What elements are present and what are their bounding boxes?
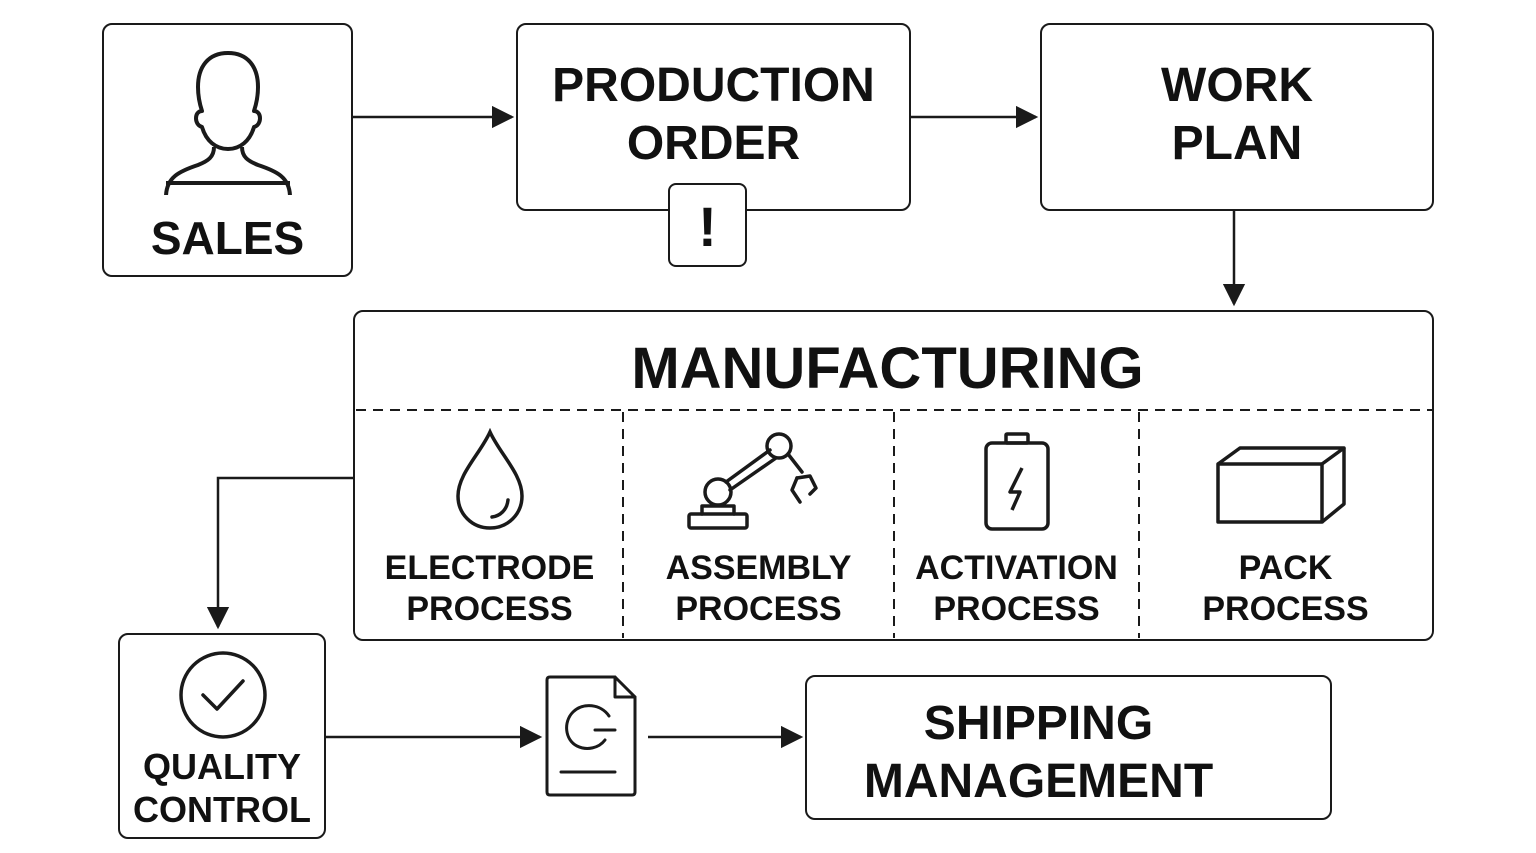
activation-line-1: ACTIVATION [915,549,1118,587]
robot-arm-icon [687,432,818,530]
step-assembly-label: ASSEMBLY PROCESS [623,548,894,630]
droplet-icon [456,428,524,530]
quality-control-node: QUALITY CONTROL [118,633,326,839]
shipping-line-1: SHIPPING [923,697,1154,750]
sales-node: SALES [102,23,353,277]
shipping-management-node: SHIPPING MANAGEMENT [805,675,1332,820]
shipping-line-2: MANAGEMENT [863,754,1214,808]
assembly-line-1: ASSEMBLY [665,549,852,587]
work-plan-line-1: WORK [1161,59,1313,112]
electrode-line-2: PROCESS [406,589,573,628]
production-order-node: PRODUCTION ORDER [516,23,911,211]
battery-bolt-icon [984,432,1050,531]
production-order-label: PRODUCTION ORDER [518,57,909,172]
manufacturing-title: MANUFACTURING [631,336,1144,401]
pack-line-1: PACK [1238,549,1333,587]
refresh-document-icon [545,675,637,797]
work-plan-label: WORK PLAN [1042,57,1432,172]
quality-control-label: QUALITY CONTROL [120,745,324,831]
box-icon [1216,446,1346,524]
quality-line-2: CONTROL [133,789,311,831]
sales-label: SALES [150,212,305,264]
shipping-management-label: SHIPPING MANAGEMENT [807,695,1330,810]
alert-badge: ! [668,183,747,267]
assembly-line-2: PROCESS [675,589,842,628]
quality-line-1: QUALITY [143,746,301,787]
pack-line-2: PROCESS [1202,589,1369,628]
work-plan-line-2: PLAN [1171,116,1303,170]
step-activation-label: ACTIVATION PROCESS [894,548,1139,630]
work-plan-node: WORK PLAN [1040,23,1434,211]
step-electrode-label: ELECTRODE PROCESS [356,548,623,630]
alert-badge-symbol: ! [698,195,717,258]
production-order-line-1: PRODUCTION [552,59,875,112]
person-icon [164,51,292,195]
activation-line-2: PROCESS [933,589,1100,628]
checkmark-circle-icon [179,651,267,739]
arrow-manufacturing-to-quality [206,476,354,630]
electrode-line-1: ELECTRODE [384,549,595,587]
production-order-line-2: ORDER [626,116,801,170]
step-pack-label: PACK PROCESS [1139,548,1432,630]
